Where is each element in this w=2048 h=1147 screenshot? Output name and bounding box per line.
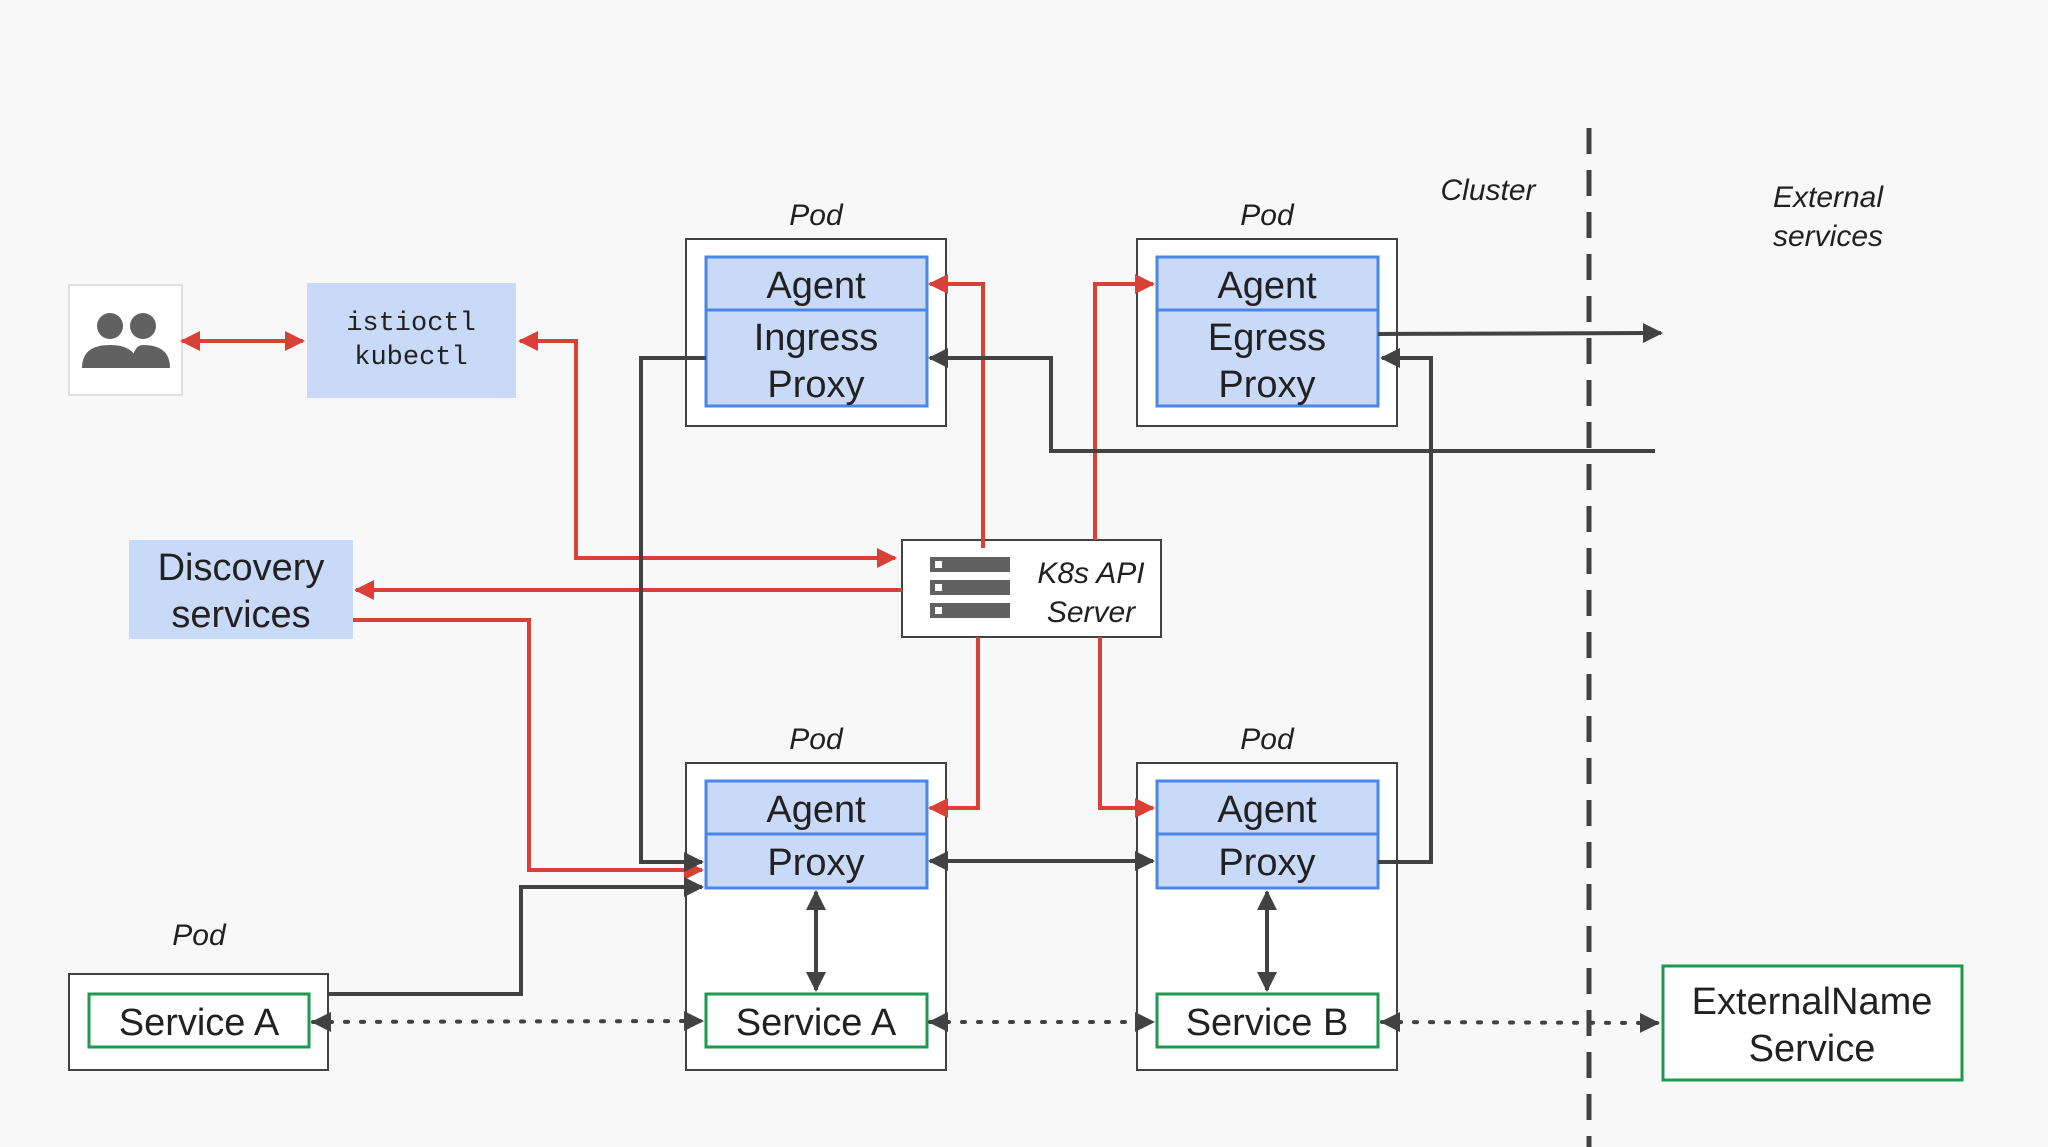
k8s-to-service-b-agent-arrow (1098, 637, 1155, 818)
discovery-label-line1: Discovery (158, 547, 325, 589)
external-services-label-line2: services (1773, 220, 1883, 253)
discovery-to-service-a-proxy-arrow (353, 618, 704, 880)
external-name-label-line2: Service (1749, 1028, 1876, 1070)
service-b-label: Service B (1186, 1002, 1349, 1044)
cli-to-k8s-arrow (518, 331, 897, 568)
server-icon (930, 557, 1010, 618)
data-plane-arrows (328, 323, 1663, 996)
client-to-service-a-proxy-arrow (328, 877, 704, 996)
client-pod-label: Pod (172, 919, 227, 952)
discovery-label-line2: services (171, 594, 310, 636)
egress-pod: Agent Egress Proxy (1136, 238, 1398, 427)
ingress-pod-label: Pod (789, 199, 844, 232)
client-service-a-label: Service A (119, 1002, 280, 1044)
service-b-proxy-label: Proxy (1218, 842, 1315, 884)
cli-istioctl-label: istioctl (346, 309, 476, 339)
k8s-to-service-a-agent-arrow (928, 637, 980, 818)
service-links (311, 1011, 1660, 1033)
cli-box: istioctl kubectl (307, 283, 516, 398)
egress-pod-label: Pod (1240, 199, 1295, 232)
service-b-box (1155, 992, 1380, 1049)
egress-to-external-arrow (1377, 323, 1663, 344)
discovery-services-box: Discovery services (129, 540, 353, 639)
service-b-to-external-name-dotted-arrow (1380, 1012, 1660, 1033)
ingress-pod: Agent Ingress Proxy (685, 238, 947, 427)
external-name-label-line1: ExternalName (1692, 981, 1933, 1023)
service-b-proxy-box (1155, 832, 1380, 890)
k8s-api-label-line2: Server (1047, 596, 1136, 629)
egress-agent-label: Agent (1217, 265, 1317, 307)
ingress-to-service-a-proxy-arrow (639, 356, 706, 872)
external-to-ingress-arrow (928, 348, 1655, 453)
control-plane-arrows (180, 274, 1155, 880)
egress-proxy-label-line1: Egress (1208, 317, 1326, 359)
service-b-agent-box (1155, 779, 1380, 836)
cli-kubectl-label: kubectl (354, 343, 467, 373)
client-pod: Service A (68, 973, 329, 1071)
client-service-a-box (87, 992, 311, 1049)
ingress-proxy-label-line1: Ingress (754, 317, 879, 359)
service-a-proxy-label: Proxy (767, 842, 864, 884)
service-b-agent-label: Agent (1217, 789, 1317, 831)
service-b-to-egress-arrow (1378, 348, 1433, 864)
k8s-api-server-box: K8s API Server (901, 539, 1162, 638)
service-a-agent-box (704, 779, 929, 836)
external-name-service-box: ExternalName Service (1661, 964, 1964, 1082)
egress-proxy-label-line2: Proxy (1218, 364, 1315, 406)
service-b-pod: Agent Proxy Service B (1136, 762, 1398, 1071)
ingress-agent-label: Agent (766, 265, 866, 307)
egress-proxy-box (1155, 308, 1380, 408)
k8s-api-label-line1: K8s API (1037, 557, 1144, 590)
service-a-label: Service A (736, 1002, 897, 1044)
service-a-proxy-box (704, 832, 929, 890)
k8s-to-egress-agent-arrow (1093, 274, 1155, 540)
k8s-to-ingress-agent-arrow (928, 274, 985, 548)
service-a-box (704, 992, 929, 1049)
service-a-agent-label: Agent (766, 789, 866, 831)
client-to-service-a-dotted-arrow (311, 1011, 704, 1032)
users-icon (68, 284, 183, 396)
external-services-label: External (1773, 181, 1884, 214)
ingress-proxy-label-line2: Proxy (767, 364, 864, 406)
cluster-label: Cluster (1440, 174, 1536, 207)
service-b-pod-label: Pod (1240, 723, 1295, 756)
service-a-pod-label: Pod (789, 723, 844, 756)
